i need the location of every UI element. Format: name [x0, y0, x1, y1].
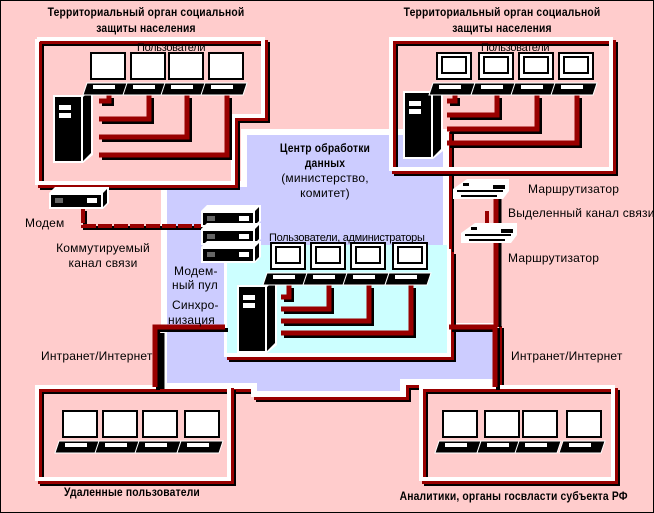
lan-cable: [99, 95, 154, 124]
dialup-label-line1: Коммутируемый: [56, 241, 150, 255]
workstation-icon: [550, 52, 598, 96]
top-right-users-label: Пользователи: [481, 42, 550, 54]
modem-icon: [49, 187, 109, 209]
modem-pool-label-line1: Модем-: [174, 264, 218, 278]
router-bottom-label: Маршрутизатор: [508, 251, 600, 265]
intranet-link-left: [152, 324, 228, 390]
leased-line-cable: [485, 199, 502, 327]
intranet-right-label: Интранет/Интернет: [511, 349, 623, 363]
lan-cable: [281, 285, 416, 338]
workstation-icon: [476, 410, 524, 454]
lan-cable: [281, 285, 374, 326]
lan-cable: [447, 95, 460, 106]
router-top-label: Маршрутизатор: [528, 182, 620, 196]
workstation-icon: [262, 242, 310, 286]
workstation-icon: [122, 52, 170, 96]
workstation-icon: [384, 242, 432, 286]
workstation-icon: [510, 52, 558, 96]
workstation-icon: [160, 52, 208, 96]
workstation-icon: [82, 52, 130, 96]
workstation-icon: [434, 410, 482, 454]
center-users-label: Пользователи, администраторы: [269, 232, 425, 244]
bottom-right-caption: Аналитики, органы госвласти субъекта РФ: [399, 489, 628, 503]
lan-cable: [99, 95, 114, 106]
top-right-office-frame: [389, 37, 618, 176]
lan-cable: [281, 285, 334, 314]
lan-cable: [447, 95, 502, 120]
workstation-icon: [558, 410, 606, 454]
modem-pool-unit-icon: [201, 241, 261, 263]
lan-cable: [281, 285, 294, 302]
server-icon: [403, 83, 443, 159]
leased-line-label: Выделенный канал связи: [508, 206, 654, 220]
workstation-icon: [514, 410, 562, 454]
workstation-icon: [428, 52, 476, 96]
center-subtitle-line2: комитет): [300, 186, 350, 200]
workstation-icon: [200, 52, 248, 96]
intranet-left-label: Интранет/Интернет: [41, 349, 153, 363]
router-icon: [453, 179, 509, 199]
dialup-label-line2: канал связи: [68, 256, 138, 270]
top-right-title-line2: защиты населения: [452, 21, 552, 35]
modem-pool-label-line2: ный пул: [172, 278, 218, 292]
workstation-icon: [176, 410, 224, 454]
dialup-cable: [81, 209, 203, 230]
router-icon: [461, 223, 517, 243]
top-left-users-label: Пользователи: [137, 42, 206, 54]
bottom-left-office-frame: [35, 385, 236, 486]
lan-cable: [99, 95, 192, 142]
center-title-line2: данных: [304, 156, 346, 170]
bottom-right-office-frame: [419, 385, 620, 486]
workstation-icon: [342, 242, 390, 286]
server-icon: [237, 277, 277, 353]
modem-label: Модем: [25, 216, 65, 230]
workstation-icon: [134, 410, 182, 454]
lan-cable: [447, 95, 582, 148]
top-left-title-line1: Территориальный орган социальной: [47, 5, 245, 19]
lan-cable: [99, 95, 232, 160]
top-left-office-frame: [35, 37, 270, 190]
top-right-title-line1: Территориальный орган социальной: [403, 5, 601, 19]
workstation-icon: [94, 410, 142, 454]
server-icon: [53, 87, 93, 163]
workstation-icon: [302, 242, 350, 286]
sync-label-line1: Синхро-: [172, 298, 219, 312]
top-left-title-line2: защиты населения: [96, 21, 196, 35]
workstation-icon: [470, 52, 518, 96]
lan-cable: [447, 95, 542, 134]
bottom-left-caption: Удаленные пользователи: [64, 485, 200, 499]
sync-label-line2: низация: [168, 313, 215, 327]
center-subtitle-line1: (министерство,: [281, 171, 369, 185]
center-title-line1: Центр обработки: [279, 141, 371, 155]
workstation-icon: [54, 410, 102, 454]
modem-pool-unit-icon: [201, 223, 261, 245]
modem-pool-unit-icon: [201, 205, 261, 227]
